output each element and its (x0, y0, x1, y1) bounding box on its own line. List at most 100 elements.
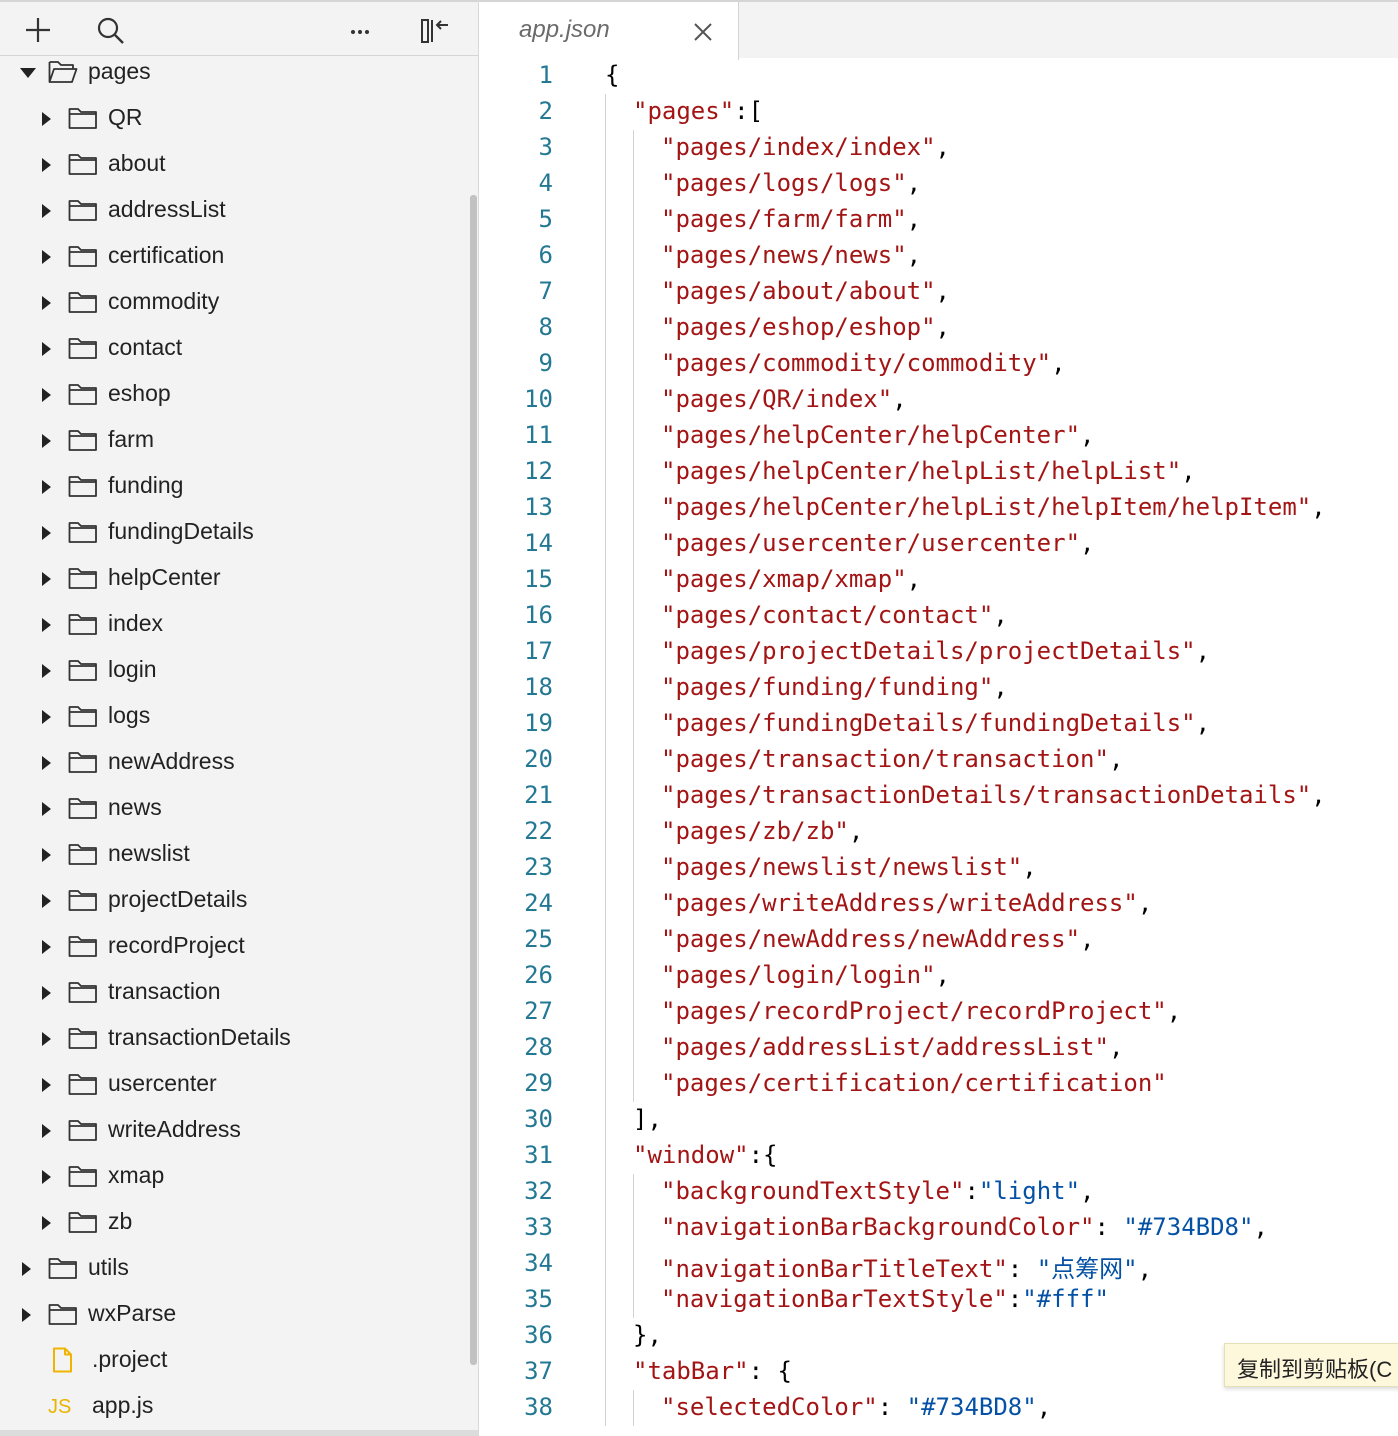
code-line[interactable]: 6"pages/news/news", (479, 238, 1398, 274)
chevron-right-icon[interactable] (40, 203, 52, 219)
tree-item-zb[interactable]: zb (0, 1200, 470, 1246)
code-line[interactable]: 26"pages/login/login", (479, 958, 1398, 994)
tree-item-wxparse[interactable]: wxParse (0, 1292, 470, 1338)
code-line[interactable]: 32"backgroundTextStyle":"light", (479, 1174, 1398, 1210)
chevron-right-icon[interactable] (20, 1261, 32, 1277)
tree-item-newslist[interactable]: newslist (0, 832, 470, 878)
code-line[interactable]: 15"pages/xmap/xmap", (479, 562, 1398, 598)
tree-item-xmap[interactable]: xmap (0, 1154, 470, 1200)
code-line[interactable]: 21"pages/transactionDetails/transactionD… (479, 778, 1398, 814)
chevron-right-icon[interactable] (40, 617, 52, 633)
tree-item-transactiondetails[interactable]: transactionDetails (0, 1016, 470, 1062)
chevron-right-icon[interactable] (40, 387, 52, 403)
chevron-right-icon[interactable] (40, 755, 52, 771)
tree-item-eshop[interactable]: eshop (0, 372, 470, 418)
code-line[interactable]: 4"pages/logs/logs", (479, 166, 1398, 202)
chevron-right-icon[interactable] (40, 709, 52, 725)
code-line[interactable]: 11"pages/helpCenter/helpCenter", (479, 418, 1398, 454)
ellipsis-icon[interactable] (342, 12, 378, 48)
chevron-right-icon[interactable] (40, 249, 52, 265)
code-line[interactable]: 38"selectedColor": "#734BD8", (479, 1390, 1398, 1426)
chevron-right-icon[interactable] (40, 341, 52, 357)
code-line[interactable]: 12"pages/helpCenter/helpList/helpList", (479, 454, 1398, 490)
chevron-right-icon[interactable] (40, 433, 52, 449)
tree-item-recordproject[interactable]: recordProject (0, 924, 470, 970)
tree-item-project[interactable]: .project (0, 1338, 470, 1384)
tree-item-writeaddress[interactable]: writeAddress (0, 1108, 470, 1154)
code-line[interactable]: 20"pages/transaction/transaction", (479, 742, 1398, 778)
tree-item-funding[interactable]: funding (0, 464, 470, 510)
code-area[interactable]: 1{2"pages":[3"pages/index/index",4"pages… (479, 58, 1398, 1436)
code-line[interactable]: 22"pages/zb/zb", (479, 814, 1398, 850)
chevron-right-icon[interactable] (40, 1215, 52, 1231)
tree-item-commodity[interactable]: commodity (0, 280, 470, 326)
sidebar-scrollbar[interactable] (470, 195, 477, 1365)
tree-item-utils[interactable]: utils (0, 1246, 470, 1292)
code-line[interactable]: 30], (479, 1102, 1398, 1138)
code-line[interactable]: 2"pages":[ (479, 94, 1398, 130)
tree-item-qr[interactable]: QR (0, 96, 470, 142)
code-line[interactable]: 5"pages/farm/farm", (479, 202, 1398, 238)
tree-item-news[interactable]: news (0, 786, 470, 832)
tree-item-certification[interactable]: certification (0, 234, 470, 280)
chevron-right-icon[interactable] (40, 571, 52, 587)
tree-item-fundingdetails[interactable]: fundingDetails (0, 510, 470, 556)
chevron-right-icon[interactable] (40, 847, 52, 863)
tree-item-projectdetails[interactable]: projectDetails (0, 878, 470, 924)
code-line[interactable]: 17"pages/projectDetails/projectDetails", (479, 634, 1398, 670)
chevron-right-icon[interactable] (40, 985, 52, 1001)
tree-item-newaddress[interactable]: newAddress (0, 740, 470, 786)
chevron-right-icon[interactable] (20, 1307, 32, 1323)
search-icon[interactable] (92, 12, 128, 48)
chevron-right-icon[interactable] (40, 1077, 52, 1093)
close-icon[interactable] (693, 22, 713, 42)
sidebar-horizontal-scrollbar[interactable] (0, 1430, 478, 1436)
plus-icon[interactable] (20, 12, 56, 48)
code-line[interactable]: 10"pages/QR/index", (479, 382, 1398, 418)
code-line[interactable]: 13"pages/helpCenter/helpList/helpItem/he… (479, 490, 1398, 526)
code-line[interactable]: 35"navigationBarTextStyle":"#fff" (479, 1282, 1398, 1318)
chevron-right-icon[interactable] (40, 1031, 52, 1047)
code-line[interactable]: 34"navigationBarTitleText": "点筹网", (479, 1246, 1398, 1283)
chevron-right-icon[interactable] (40, 111, 52, 127)
code-line[interactable]: 25"pages/newAddress/newAddress", (479, 922, 1398, 958)
tree-item-transaction[interactable]: transaction (0, 970, 470, 1016)
collapse-panel-icon[interactable] (416, 12, 452, 48)
tree-item-login[interactable]: login (0, 648, 470, 694)
code-line[interactable]: 24"pages/writeAddress/writeAddress", (479, 886, 1398, 922)
tree-item-addresslist[interactable]: addressList (0, 188, 470, 234)
chevron-right-icon[interactable] (40, 525, 52, 541)
code-line[interactable]: 1{ (479, 58, 1398, 94)
tree-item-helpcenter[interactable]: helpCenter (0, 556, 470, 602)
code-line[interactable]: 36}, (479, 1318, 1398, 1354)
chevron-right-icon[interactable] (40, 157, 52, 173)
code-line[interactable]: 19"pages/fundingDetails/fundingDetails", (479, 706, 1398, 742)
tree-item-contact[interactable]: contact (0, 326, 470, 372)
chevron-right-icon[interactable] (40, 479, 52, 495)
code-line[interactable]: 33"navigationBarBackgroundColor": "#734B… (479, 1210, 1398, 1246)
tree-item-index[interactable]: index (0, 602, 470, 648)
code-line[interactable]: 37"tabBar": { (479, 1354, 1398, 1390)
code-line[interactable]: 16"pages/contact/contact", (479, 598, 1398, 634)
code-line[interactable]: 31"window":{ (479, 1138, 1398, 1174)
tree-item-about[interactable]: about (0, 142, 470, 188)
code-line[interactable]: 7"pages/about/about", (479, 274, 1398, 310)
code-line[interactable]: 27"pages/recordProject/recordProject", (479, 994, 1398, 1030)
tree-item-pages[interactable]: pages (0, 50, 470, 96)
code-line[interactable]: 14"pages/usercenter/usercenter", (479, 526, 1398, 562)
chevron-right-icon[interactable] (40, 663, 52, 679)
chevron-right-icon[interactable] (40, 1169, 52, 1185)
code-line[interactable]: 28"pages/addressList/addressList", (479, 1030, 1398, 1066)
tree-item-logs[interactable]: logs (0, 694, 470, 740)
chevron-down-icon[interactable] (20, 65, 36, 81)
tree-item-farm[interactable]: farm (0, 418, 470, 464)
tree-item-usercenter[interactable]: usercenter (0, 1062, 470, 1108)
chevron-right-icon[interactable] (40, 1123, 52, 1139)
code-line[interactable]: 3"pages/index/index", (479, 130, 1398, 166)
code-line[interactable]: 18"pages/funding/funding", (479, 670, 1398, 706)
code-line[interactable]: 29"pages/certification/certification" (479, 1066, 1398, 1102)
code-line[interactable]: 9"pages/commodity/commodity", (479, 346, 1398, 382)
tab-app-json[interactable]: app.json (479, 0, 739, 60)
chevron-right-icon[interactable] (40, 295, 52, 311)
